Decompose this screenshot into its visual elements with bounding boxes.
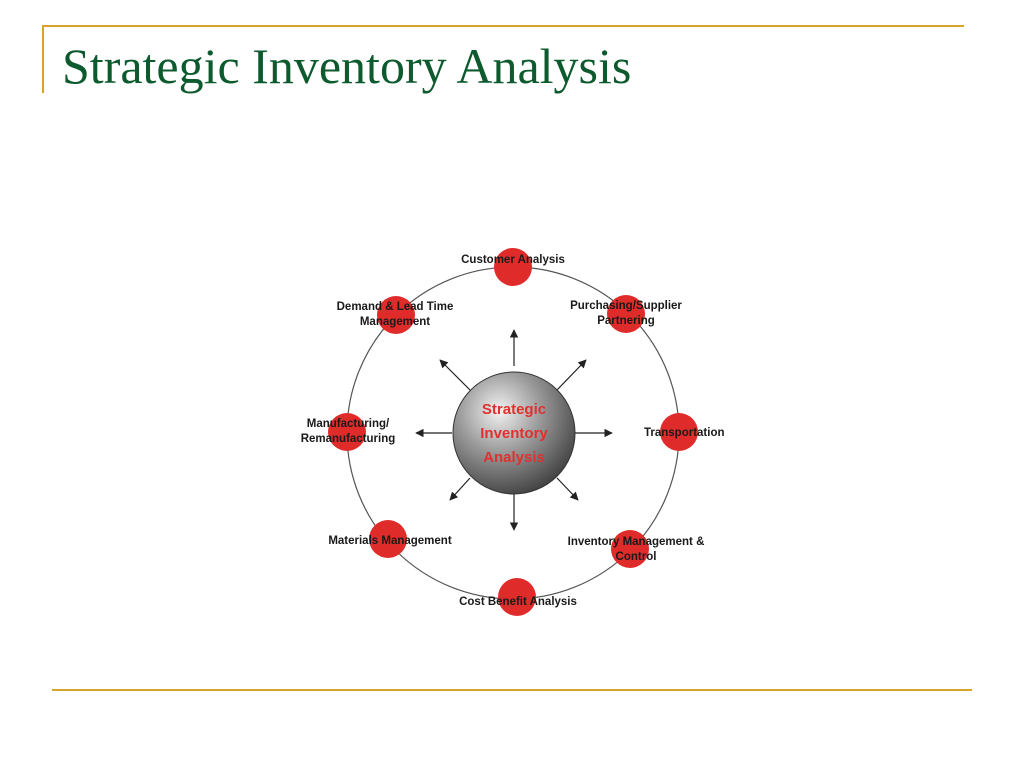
slide-title: Strategic Inventory Analysis <box>62 38 632 94</box>
label-manufacturing-remanufacturing: Manufacturing/Remanufacturing <box>301 418 396 445</box>
label-cost-benefit-analysis: Cost Benefit Analysis <box>459 596 577 608</box>
node-materials-management <box>369 520 407 558</box>
label-materials-management: Materials Management <box>328 535 452 547</box>
arrow-4 <box>556 477 579 501</box>
arrows-group <box>415 329 613 531</box>
node-demand-lead-time-management <box>377 296 415 334</box>
arrow-2 <box>556 359 587 391</box>
nodes-group <box>328 248 698 616</box>
node-transportation <box>660 413 698 451</box>
node-cost-benefit-analysis <box>498 578 536 616</box>
left-rule <box>42 25 44 93</box>
top-rule <box>44 25 964 27</box>
node-customer-analysis <box>494 248 532 286</box>
node-manufacturing-remanufacturing <box>328 413 366 451</box>
node-purchasing-supplier-partnering <box>607 295 645 333</box>
hub-sphere <box>452 371 576 495</box>
label-transportation: Transportation <box>644 427 725 439</box>
label-customer-analysis: Customer Analysis <box>461 254 565 266</box>
arrow-8 <box>439 359 471 391</box>
node-inventory-management-control <box>611 530 649 568</box>
bottom-rule <box>52 689 972 691</box>
label-inventory-management-control: Inventory Management &Control <box>568 536 705 563</box>
arrow-6 <box>449 477 471 501</box>
